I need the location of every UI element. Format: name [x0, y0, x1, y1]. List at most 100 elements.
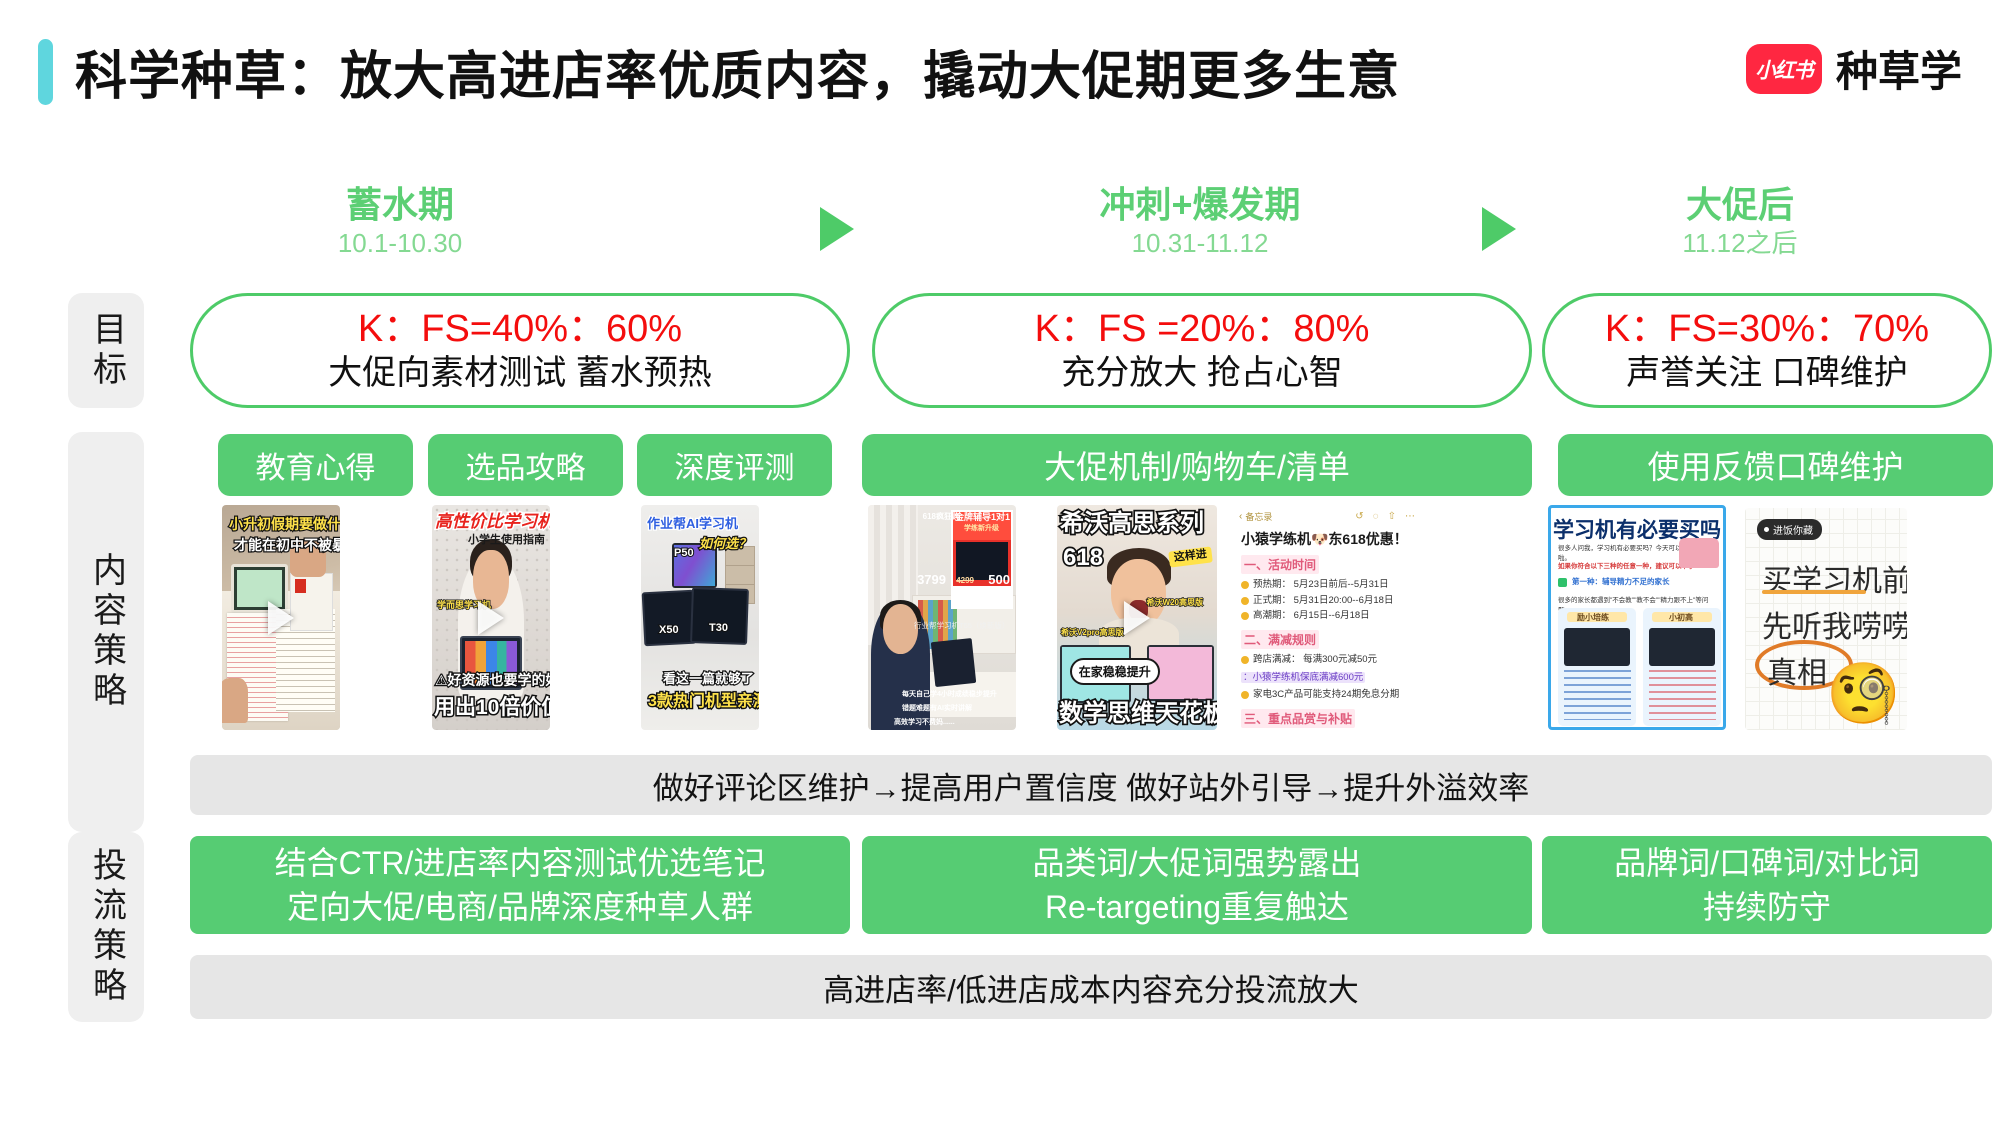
check-dot-icon	[1241, 596, 1249, 605]
circle-annotation	[1755, 640, 1853, 690]
thumbnail-note-4-check2: 错题难题有AI实时讲解	[902, 705, 972, 712]
memo-section-3: 三、重点品赏与补贴	[1241, 708, 1356, 728]
ad-block-3-line2: 持续防守	[1702, 889, 1831, 925]
thumbnail-note-3-tag-t30: T30	[708, 621, 729, 634]
memo-back-button[interactable]: ‹ 备忘录	[1239, 510, 1272, 523]
play-icon[interactable]	[478, 600, 504, 635]
thumbnail-note-4-check1: 每天自己学4小时成绩稳步提升	[902, 691, 997, 698]
thumbnail-note-5-badge: 618	[1061, 543, 1104, 572]
thumbnail-note-2-art	[432, 505, 550, 730]
phase-name-3: 大促后	[1685, 184, 1794, 225]
phase-arrow-1-icon	[820, 207, 854, 251]
phase-date-2: 10.31-11.12	[1131, 228, 1269, 259]
check-dot-icon	[1241, 690, 1249, 699]
row-label-content-text: 内容策略	[87, 552, 126, 712]
goal-sub-3: 声誉关注 口碑维护	[1626, 354, 1908, 393]
phase-name-2: 冲刺+爆发期	[1099, 184, 1301, 225]
brand-lockup: 小红书 种草学	[1745, 38, 1962, 99]
thumbnail-note-4-price-old: 4299	[956, 576, 974, 585]
memo-back-label: 备忘录	[1245, 511, 1273, 522]
check-dot-icon	[1241, 612, 1249, 621]
check-dot-icon	[1241, 655, 1249, 664]
content-tag-feedback[interactable]: 使用反馈口碑维护	[1558, 434, 1993, 496]
memo-item: 正式期： 5月31日20:00--6月18日	[1241, 593, 1415, 609]
memo-note: ：小猿学练机保底满减600元	[1241, 670, 1415, 685]
thumbnail-note-1-title-line2: 才能在初中不被暴击	[233, 537, 340, 554]
memo-item: 高潮期： 6月15日--6月18日	[1241, 608, 1415, 624]
brand-name: 种草学	[1835, 48, 1962, 95]
ad-strategy-band: 高进店率/低进店成本内容充分投流放大	[190, 955, 1992, 1019]
undo-icon[interactable]: ↺	[1355, 510, 1364, 522]
memo-toolbar: ‹ 备忘录 ↺ ◌ ⇧ ⋯	[1232, 505, 1422, 527]
thumbnail-note-5-footer: 数学思维天花板	[1057, 699, 1217, 728]
product-card-right	[1643, 608, 1721, 726]
illustration-people	[1679, 538, 1719, 568]
ad-block-3: 品牌词/口碑词/对比词 持续防守	[1542, 836, 1992, 934]
goal-ratio-3: K：FS=30%：70%	[1604, 308, 1930, 351]
thumbnail-note-1[interactable]: 小升初假期要做什么 才能在初中不被暴击	[222, 505, 340, 730]
thumbnail-note-3-title-line1: 作业帮AI学习机	[646, 516, 739, 532]
thumbnail-note-5[interactable]: 希沃高思系列 618 这样进 希沃V2pro高思版 希沃W20高思版 在家稳稳提…	[1057, 505, 1217, 730]
thumbnail-note-8-line3: 真相	[1767, 656, 1827, 691]
content-tag-education[interactable]: 教育心得	[218, 434, 413, 496]
thumbnail-note-2-title-line2: 小学生使用指南	[468, 534, 545, 546]
play-icon[interactable]	[1124, 600, 1150, 635]
thumbnail-note-7-lead: 很多人问我，学习机有必要买吗？今天可以来对号入座啦。	[1558, 545, 1714, 562]
thumbnail-memo[interactable]: ‹ 备忘录 ↺ ◌ ⇧ ⋯ 小猿学练机🐶东618优惠！ 一、活动时间 预热期： …	[1232, 505, 1422, 730]
memo-item-text: 预热期： 5月23日前后--5月31日	[1253, 579, 1389, 590]
thumbnail-note-3-footer2: 3款热门机型亲测	[647, 692, 759, 711]
ad-block-1-line2: 定向大促/电商/品牌深度种草人群	[287, 889, 753, 925]
thumbnail-note-4[interactable]: 618疯狂购 金牌辅导1对1 学练新升级 3799 4299 500 行业帮学习…	[868, 505, 1016, 730]
content-tag-selection[interactable]: 选品攻略	[428, 434, 623, 496]
memo-body: 小猿学练机🐶东618优惠！ 一、活动时间 预热期： 5月23日前后--5月31日…	[1241, 529, 1415, 730]
thumbnail-note-4-ad-badge: 618疯狂购	[922, 512, 960, 521]
page-title: 科学种草：放大高进店率优质内容，撬动大促期更多生意	[75, 48, 1401, 106]
content-tag-selection-label: 选品攻略	[465, 452, 586, 485]
goal-pill-1: K：FS=40%：60% 大促向素材测试 蓄水预热	[190, 293, 850, 408]
thumbnail-note-7[interactable]: 学习机有必要买吗 很多人问我，学习机有必要买吗？今天可以来对号入座啦。 如果你符…	[1548, 505, 1726, 730]
phase-header-3: 大促后 11.12之后	[1540, 184, 1940, 260]
product-card-right-title: 小初高	[1669, 613, 1693, 622]
thumbnail-note-4-caption: 行业帮学习机T55（焕新版）	[914, 621, 1010, 630]
memo-section-1: 一、活动时间	[1241, 555, 1320, 574]
product-card-left-title: 励小培练	[1577, 613, 1609, 622]
check-dot-icon	[1241, 580, 1249, 589]
content-tag-promo-mechanism[interactable]: 大促机制/购物车/清单	[862, 434, 1532, 496]
thumbnail-note-8-line2: 先听我唠唠	[1762, 610, 1907, 645]
content-tag-promo-mechanism-label: 大促机制/购物车/清单	[1044, 449, 1350, 485]
thumbnail-note-3-tag-p50: P50	[673, 546, 695, 559]
xiaohongshu-logo-icon: 小红书	[1745, 43, 1822, 94]
thumbnail-note-7-red: 如果你符合以下三种的任意一种，建议可以下手~	[1558, 563, 1699, 570]
thumbnail-note-3[interactable]: 作业帮AI学习机 如何选？ P50 X50 T30 看这一篇就够了 3款热门机型…	[641, 505, 759, 730]
memo-item: 家电3C产品可能支持24期免息分期	[1241, 687, 1415, 703]
goal-sub-1: 大促向素材测试 蓄水预热	[328, 354, 712, 393]
thumbnail-note-2-caption: 学而思学习机	[436, 599, 492, 611]
memo-item-text: 跨店满减： 每满300元减50元	[1253, 654, 1378, 666]
more-icon[interactable]: ⋯	[1405, 510, 1415, 522]
thumbnail-note-5-bubble: 在家稳稳提升	[1069, 658, 1160, 685]
phase-name-1: 蓄水期	[345, 184, 454, 225]
phase-arrow-2-icon	[1482, 207, 1516, 251]
memo-item: 跨店满减： 每满300元减50元	[1241, 652, 1415, 668]
thumbnail-note-2[interactable]: 高性价比学习机 小学生使用指南 学而思学习机 ⚠好资源也要学的好 用出10倍价值	[432, 505, 550, 730]
thumbnail-note-8-badge-text: 进饭你藏	[1773, 526, 1813, 537]
thumbnail-note-4-check3: 高效学习不费妈......	[894, 719, 955, 726]
memo-item-text: 正式期： 5月31日20:00--6月18日	[1253, 594, 1394, 606]
redo-icon[interactable]: ◌	[1372, 510, 1379, 522]
play-icon[interactable]	[268, 600, 294, 635]
thumbnail-note-3-art	[641, 505, 759, 730]
thumbnail-note-4-ad-sub: 学练新升级	[964, 525, 999, 532]
thumbnail-note-5-caption1: 希沃V2pro高思版	[1060, 627, 1124, 637]
row-label-content: 内容策略	[68, 432, 144, 832]
thumbnail-note-1-title-line1: 小升初假期要做什么	[228, 516, 340, 533]
thumbnail-note-8[interactable]: 进饭你藏 买学习机前 先听我唠唠 真相 🧐	[1745, 508, 1907, 730]
underline-stroke	[1762, 590, 1866, 594]
memo-actions: ↺ ◌ ⇧ ⋯	[1355, 511, 1415, 522]
goal-ratio-1: K：FS=40%：60%	[357, 308, 683, 351]
thumbnail-note-5-title: 希沃高思系列	[1058, 509, 1205, 538]
memo-section-2: 二、满减规则	[1241, 630, 1320, 650]
product-card-left	[1558, 608, 1636, 726]
content-tag-review[interactable]: 深度评测	[637, 434, 832, 496]
share-icon[interactable]: ⇧	[1387, 510, 1396, 522]
thumbnail-note-3-title-line2: 如何选？	[698, 536, 752, 552]
